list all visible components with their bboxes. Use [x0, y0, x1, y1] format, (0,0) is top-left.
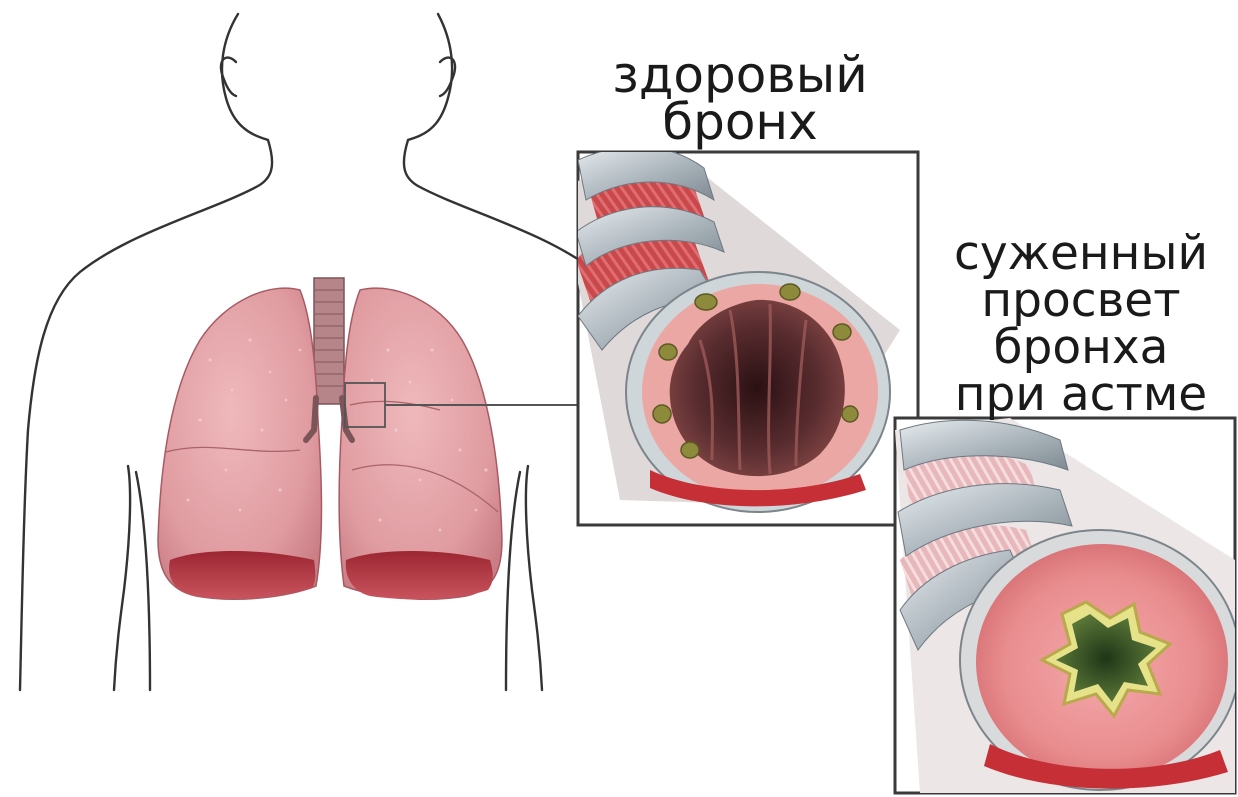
arm-right-inner: [506, 472, 520, 690]
trachea: [314, 278, 344, 404]
asthma-bronchus-inset: [895, 418, 1238, 793]
left-lung-base: [169, 551, 315, 599]
asthma-label-line-1: суженный: [930, 230, 1232, 277]
asthma-label-line-2: просвет: [930, 277, 1232, 324]
right-lung-base: [346, 551, 493, 599]
arm-left-inner: [136, 472, 150, 690]
healthy-label-line-2: бронх: [560, 97, 920, 147]
asthma-bronchus-label: суженный просвет бронха при астме: [930, 230, 1232, 418]
lungs: [158, 278, 578, 599]
healthy-bronchus-label: здоровый бронх: [560, 50, 920, 147]
asthma-label-line-3: бронха: [930, 324, 1232, 371]
healthy-bronchus-inset: [560, 140, 918, 525]
healthy-label-line-1: здоровый: [560, 50, 920, 97]
asthma-label-line-4: при астме: [930, 371, 1232, 418]
arm-right: [526, 466, 542, 690]
arm-left: [114, 466, 130, 690]
